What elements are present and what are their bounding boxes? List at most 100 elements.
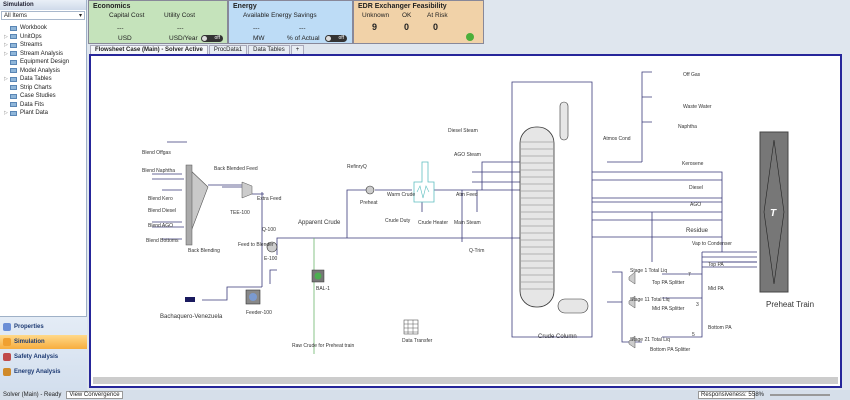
responsiveness-field[interactable]: Responsiveness: 5 [698,391,755,399]
nav-simulation[interactable]: Simulation [0,335,87,349]
stream-label[interactable]: AGO [690,202,701,208]
zoom-slider[interactable] [770,394,830,396]
tree-item[interactable]: ▷ Streams [0,41,86,50]
economics-toggle[interactable]: off [201,35,223,42]
stream-label[interactable]: Feeder-100 [246,310,272,316]
stream-label[interactable]: Preheat [360,200,378,206]
stream-label[interactable]: Atmos Cond [603,136,631,142]
expand-icon[interactable]: ▷ [4,76,8,83]
nav-properties[interactable]: Properties [0,320,87,334]
stream-label[interactable]: Diesel [689,185,703,191]
view-convergence-button[interactable]: View Convergence [66,391,123,399]
stream-label[interactable]: Extra Feed [257,196,282,202]
stream-label[interactable]: 3 [696,302,699,308]
checkmark-icon[interactable] [466,33,474,41]
horizontal-scrollbar[interactable] [93,377,838,384]
stream-label[interactable]: Residue [686,228,709,234]
stream-label[interactable]: 7 [688,272,691,278]
stream-label[interactable]: Blend AGO [148,223,173,229]
stream-label[interactable]: Bottom PA [708,325,732,331]
tree-item[interactable]: ▷ Stream Analysis [0,50,86,59]
stream-label[interactable]: Stage 11 Total Liq [630,297,670,303]
unknown-label: Unknown [362,12,390,19]
expand-icon[interactable]: ▷ [4,50,8,57]
stream-label[interactable]: Diesel Steam [448,128,478,134]
tab[interactable]: Data Tables [248,45,290,54]
stream-label[interactable]: Crude Duty [385,218,411,224]
stream-label[interactable]: Top PA Splitter [652,280,685,286]
stream-label[interactable]: Stage 21 Total Liq [630,337,670,343]
stream-label[interactable]: Blend Naphtha [142,168,175,174]
stream-label[interactable]: Naphtha [678,124,697,130]
stream-label[interactable]: Vap to Condenser [692,241,732,247]
tree-item[interactable]: Data Fits [0,101,86,110]
stream-label[interactable]: Mid PA Splitter [652,306,685,312]
expand-icon[interactable]: ▷ [4,110,8,117]
energy-subtitle: Available Energy Savings [243,12,317,19]
stream-label[interactable]: TEE-100 [230,210,250,216]
nav-label: Energy Analysis [14,369,61,375]
stream-label[interactable]: AGO Steam [454,152,481,158]
chevron-down-icon: ▾ [78,13,82,19]
stream-label[interactable]: Crude Heater [418,220,448,226]
stream-label[interactable]: E-100 [264,256,278,262]
tab[interactable]: + [290,45,305,54]
stream-label[interactable]: Stage 1 Total Liq [630,268,667,274]
stream-label[interactable]: Mid PA [708,286,724,292]
tab[interactable]: Flowsheet Case (Main) - Solver Active [90,45,208,54]
stream-label[interactable]: Back Blending [188,248,220,254]
stream-label[interactable]: Bottom PA Splitter [650,347,691,353]
expand-icon[interactable]: ▷ [4,33,8,40]
tree-item[interactable]: Strip Charts [0,84,86,93]
stream-label[interactable]: Blend Diesel [148,208,176,214]
stream-label[interactable]: Top PA [708,262,724,268]
tree-item[interactable]: Model Analysis [0,67,86,76]
tree-item[interactable]: Workbook [0,24,86,33]
energy-toggle[interactable]: off [325,35,347,42]
folder-icon [10,34,17,40]
stream-label[interactable]: Data Transfer [402,338,433,344]
stream-label[interactable]: RefinryQ [347,164,367,170]
stream-label[interactable]: Feed to Blender [238,242,274,248]
stream-label[interactable]: Back Blended Feed [214,166,258,172]
stream-label[interactable]: 5 [692,332,695,338]
stream-label[interactable]: Blend Offgas [142,150,171,156]
filter-dropdown[interactable]: All Items▾ [1,11,85,20]
tree-item-label: Strip Charts [20,84,52,91]
stream-label[interactable]: Apparent Crude [298,220,341,226]
stream-label[interactable]: Preheat Train [766,300,814,309]
stream-label[interactable]: T [770,208,777,219]
tree-item[interactable]: ▷Data Tables [0,75,86,84]
tree-item[interactable]: ▷UnitOps [0,33,86,42]
stream-label[interactable]: Raw Crude for Preheat train [292,343,354,349]
tree-item-label: Stream Analysis [20,50,64,57]
tree-item[interactable]: Case Studies [0,92,86,101]
nav-safety-analysis[interactable]: Safety Analysis [0,350,87,364]
stream-label[interactable]: Bachaquero-Venezuela [160,314,223,320]
stream-label[interactable]: BAL-1 [316,286,330,292]
stream-label[interactable]: Blend Kero [148,196,173,202]
stream-label[interactable]: Q-Trim [469,248,484,254]
stream-label[interactable]: Warm Crude [387,192,415,198]
tree-item[interactable]: Equipment Design [0,58,86,67]
tree-item-label: Streams [20,42,43,49]
stream-label[interactable]: Off Gas [683,72,701,78]
expand-icon[interactable]: ▷ [4,42,8,49]
stream-label[interactable]: Atm Feed [456,192,478,198]
stream-label[interactable]: Crude Column [538,334,577,340]
tree-item-label: Case Studies [20,93,56,100]
nav-label: Simulation [14,339,45,345]
stream-label[interactable]: Kerosene [682,161,704,167]
stream-label[interactable]: Main Steam [454,220,481,226]
nav-energy-analysis[interactable]: Energy Analysis [0,365,87,379]
at-risk-label: At Risk [427,12,448,19]
stream-label[interactable]: Blend Bottoms [146,238,179,244]
stream-label[interactable]: Q-100 [262,227,276,233]
tree-item[interactable]: ▷Plant Data [0,109,86,118]
tab[interactable]: ProcData1 [208,45,248,54]
stream-label[interactable]: Waste Water [683,104,712,110]
utility-cost-value: --- [177,25,184,32]
